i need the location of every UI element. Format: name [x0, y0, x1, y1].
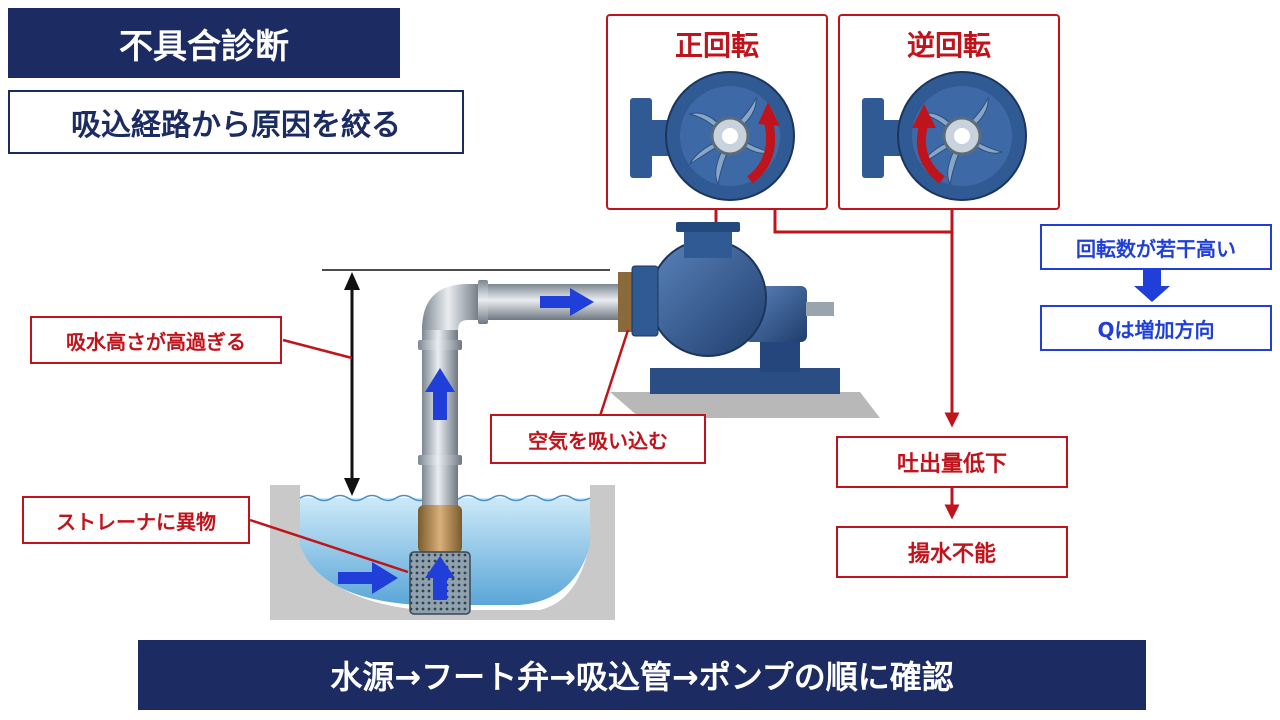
- pump-shaft: [806, 302, 834, 316]
- cause-suction-head-label: 吸水高さが高過ぎる: [30, 316, 282, 364]
- discharge-drop-box: 吐出量低下: [836, 436, 1068, 488]
- speed-to-flow-arrow: [1134, 270, 1170, 302]
- pump-base: [650, 368, 840, 394]
- flow-increase-box: Qは増加方向: [1040, 305, 1272, 351]
- forward-rotation-label: 正回転: [674, 29, 759, 62]
- discharge-nozzle: [684, 228, 732, 258]
- pipe-flange: [618, 272, 632, 332]
- connector-join: [773, 210, 952, 234]
- discharge-flange: [676, 222, 740, 232]
- flow-arrow-up-pipe: [425, 368, 455, 420]
- cause-air-intake-label: 空気を吸い込む: [490, 414, 706, 464]
- check-order-banner: 水源→フート弁→吸込管→ポンプの順に確認: [138, 640, 1146, 710]
- height-arrow-down: [344, 478, 360, 496]
- speed-high-box: 回転数が若干高い: [1040, 224, 1272, 270]
- suction-flange: [631, 265, 659, 337]
- pump-impeller-forward-icon: [630, 71, 795, 201]
- pipe-coupling: [418, 455, 462, 465]
- leader-strainer: [249, 518, 409, 574]
- page-title: 不具合診断: [8, 8, 400, 78]
- pipe-coupling: [478, 280, 488, 324]
- cause-strainer-label: ストレーナに異物: [22, 496, 250, 544]
- height-arrow-up: [344, 272, 360, 290]
- flow-arrows: [338, 288, 594, 600]
- leader-suction-head: [282, 338, 353, 360]
- pipe-coupling: [418, 340, 462, 350]
- pump-floor: [610, 392, 880, 418]
- reverse-rotation-label: 逆回転: [906, 29, 991, 62]
- pump-impeller-reverse-icon: [862, 71, 1027, 201]
- reverse-rotation-box: 逆回転: [838, 14, 1060, 210]
- flow-arrow-up-strainer: [425, 556, 455, 600]
- pipe-elbow: [422, 284, 480, 330]
- flow-arrow-into-strainer: [338, 562, 398, 594]
- tank-wall: [270, 485, 615, 620]
- forward-rotation-box: 正回転: [606, 14, 828, 210]
- foot-valve: [418, 505, 462, 553]
- pumping-failure-box: 揚水不能: [836, 526, 1068, 578]
- flow-arrow-right-pipe: [540, 288, 594, 316]
- page-subtitle: 吸込経路から原因を絞る: [8, 90, 464, 154]
- leader-air-intake: [598, 329, 630, 417]
